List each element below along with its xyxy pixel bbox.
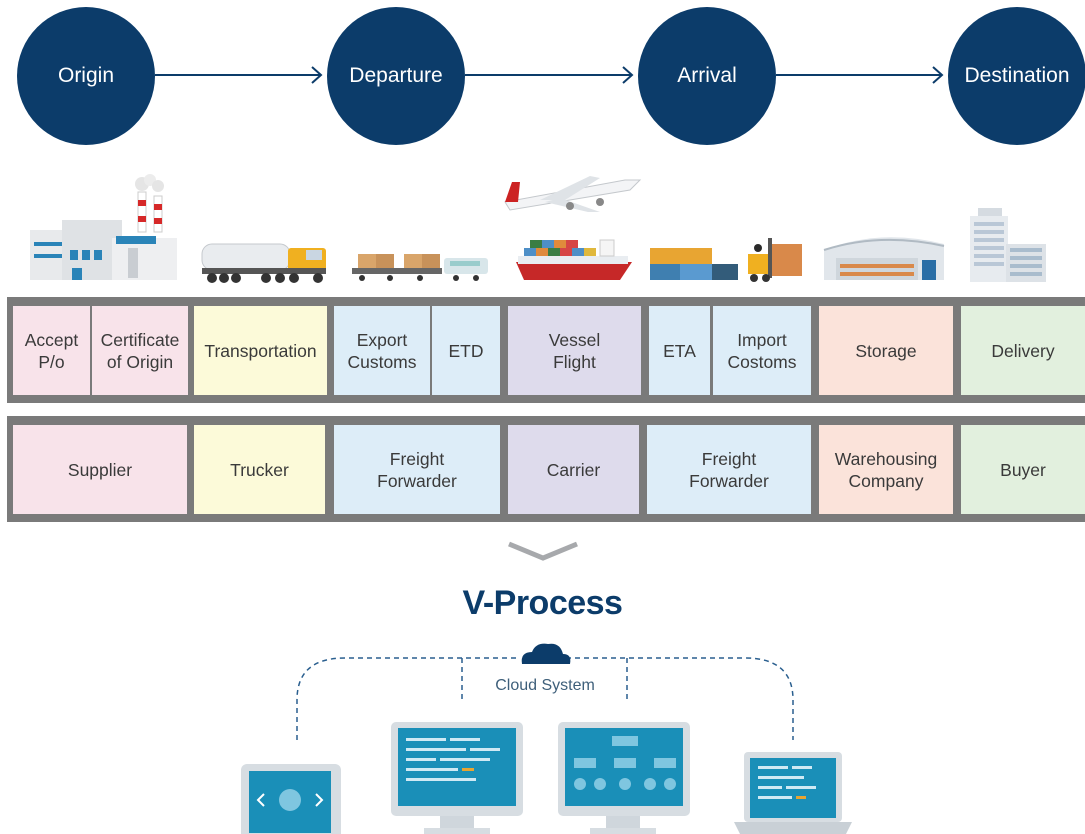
party-carrier: Carrier <box>508 425 639 514</box>
party-trucker: Trucker <box>194 425 325 514</box>
cloud-icon <box>521 643 571 664</box>
process-transportation: Transportation <box>194 306 327 395</box>
process-eta: ETA <box>649 306 710 395</box>
containers-forklift-icon <box>650 238 802 282</box>
process-vessel-flight: Vessel Flight <box>508 306 641 395</box>
process-storage: Storage <box>819 306 953 395</box>
party-warehousing-company: Warehousing Company <box>819 425 953 514</box>
laptop-icon <box>734 752 852 834</box>
flow-arrows <box>155 66 944 84</box>
tablet-icon <box>241 764 341 834</box>
party-freight-forwarder-export: Freight Forwarder <box>334 425 500 514</box>
process-accept-po: Accept P/o <box>13 306 90 395</box>
chevron-down-icon <box>508 541 578 561</box>
illustration-row <box>30 174 1046 283</box>
party-supplier: Supplier <box>13 425 187 514</box>
monitor-flowchart-icon <box>558 722 690 834</box>
device-row <box>241 722 852 834</box>
stage-departure: Departure <box>327 7 465 145</box>
office-buildings-icon <box>970 208 1046 282</box>
arrow-head-2 <box>622 66 634 84</box>
process-etd: ETD <box>432 306 500 395</box>
process-export-customs: Export Customs <box>334 306 430 395</box>
process-certificate-of-origin: Certificate of Origin <box>92 306 188 395</box>
party-freight-forwarder-import: Freight Forwarder <box>647 425 811 514</box>
warehouse-icon <box>823 237 945 280</box>
stage-destination: Destination <box>948 7 1085 145</box>
stage-origin: Origin <box>17 7 155 145</box>
dash-right <box>566 657 794 740</box>
dash-left <box>296 657 520 740</box>
party-band: Supplier Trucker Freight Forwarder Carri… <box>7 416 1085 522</box>
tanker-truck-icon <box>201 243 326 283</box>
stage-arrival: Arrival <box>638 7 776 145</box>
cargo-ship-icon <box>516 239 632 280</box>
process-delivery: Delivery <box>961 306 1085 395</box>
cloud-system-label: Cloud System <box>495 677 595 694</box>
arrow-head-1 <box>311 66 323 84</box>
cargo-train-icon <box>352 254 488 281</box>
monitor-text-icon <box>391 722 523 834</box>
process-import-customs: Import Costoms <box>713 306 811 395</box>
arrow-head-3 <box>932 66 944 84</box>
process-band: Accept P/o Certificate of Origin Transpo… <box>7 297 1085 403</box>
airplane-icon <box>504 176 642 212</box>
party-buyer: Buyer <box>961 425 1085 514</box>
factory-icon <box>30 174 177 280</box>
cloud-network <box>296 643 794 740</box>
v-process-title: V-Process <box>462 584 623 622</box>
